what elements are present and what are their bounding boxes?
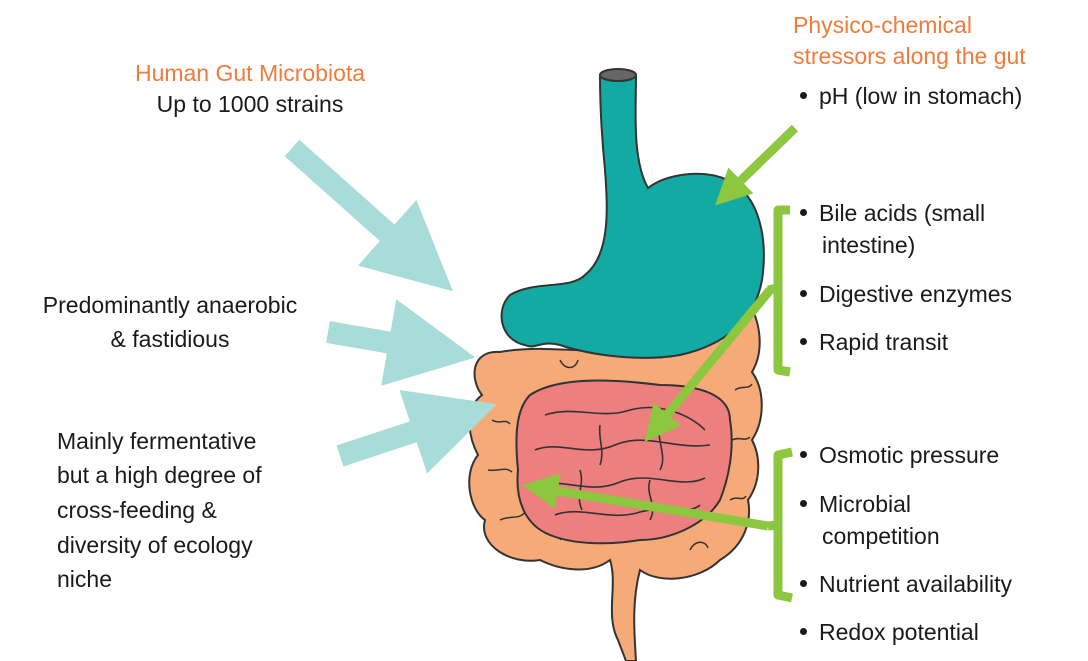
fermentative-line-2: but a high degree of xyxy=(57,460,262,491)
fermentative-line-1: Mainly fermentative xyxy=(57,426,256,457)
bullet-microbial: Microbial xyxy=(800,489,911,520)
bullet-dot xyxy=(800,92,807,99)
fermentative-line-3: cross-feeding & xyxy=(57,495,217,526)
bracket-lower xyxy=(768,452,792,598)
stressors-title-line-1: Physico-chemical xyxy=(793,10,972,41)
bullet-dot xyxy=(800,451,807,458)
bullet-dot xyxy=(800,500,807,507)
arrow-anaerobic xyxy=(328,332,432,350)
strains-text: Up to 1000 strains xyxy=(95,89,405,120)
bullet-osmotic: Osmotic pressure xyxy=(800,440,999,471)
nutrient-text: Nutrient availability xyxy=(819,571,1012,597)
bullet-enzymes: Digestive enzymes xyxy=(800,279,1012,310)
enzymes-text: Digestive enzymes xyxy=(819,281,1012,307)
osmotic-text: Osmotic pressure xyxy=(819,442,999,468)
arrow-fermentative xyxy=(340,418,455,456)
bullet-transit: Rapid transit xyxy=(800,327,948,358)
bullet-ph: pH (low in stomach) xyxy=(800,81,1022,112)
bullet-dot xyxy=(800,580,807,587)
bullet-dot xyxy=(800,290,807,297)
anaerobic-line-1: Predominantly anaerobic xyxy=(0,290,340,321)
stomach xyxy=(502,69,764,358)
arrow-ph xyxy=(728,128,795,193)
microbial-text-2: competition xyxy=(822,521,940,552)
transit-text: Rapid transit xyxy=(819,329,948,355)
fermentative-line-4: diversity of ecology xyxy=(57,530,253,561)
bullet-dot xyxy=(800,628,807,635)
bullet-dot xyxy=(800,338,807,345)
microbiota-title: Human Gut Microbiota xyxy=(95,58,405,89)
bullet-nutrient: Nutrient availability xyxy=(800,569,1012,600)
ph-text: pH (low in stomach) xyxy=(819,83,1022,109)
anaerobic-line-2: & fastidious xyxy=(0,324,340,355)
stressors-title-line-2: stressors along the gut xyxy=(793,41,1026,72)
bracket-upper xyxy=(768,210,790,372)
microbial-text-1: Microbial xyxy=(819,491,911,517)
bullet-dot xyxy=(800,209,807,216)
bile-text-2: intestine) xyxy=(822,230,915,261)
redox-text: Redox potential xyxy=(819,619,979,645)
arrow-microbiota xyxy=(292,148,420,262)
bullet-redox: Redox potential xyxy=(800,617,979,648)
bullet-bile: Bile acids (small xyxy=(800,198,985,229)
bile-text-1: Bile acids (small xyxy=(819,200,985,226)
fermentative-line-5: niche xyxy=(57,564,112,595)
